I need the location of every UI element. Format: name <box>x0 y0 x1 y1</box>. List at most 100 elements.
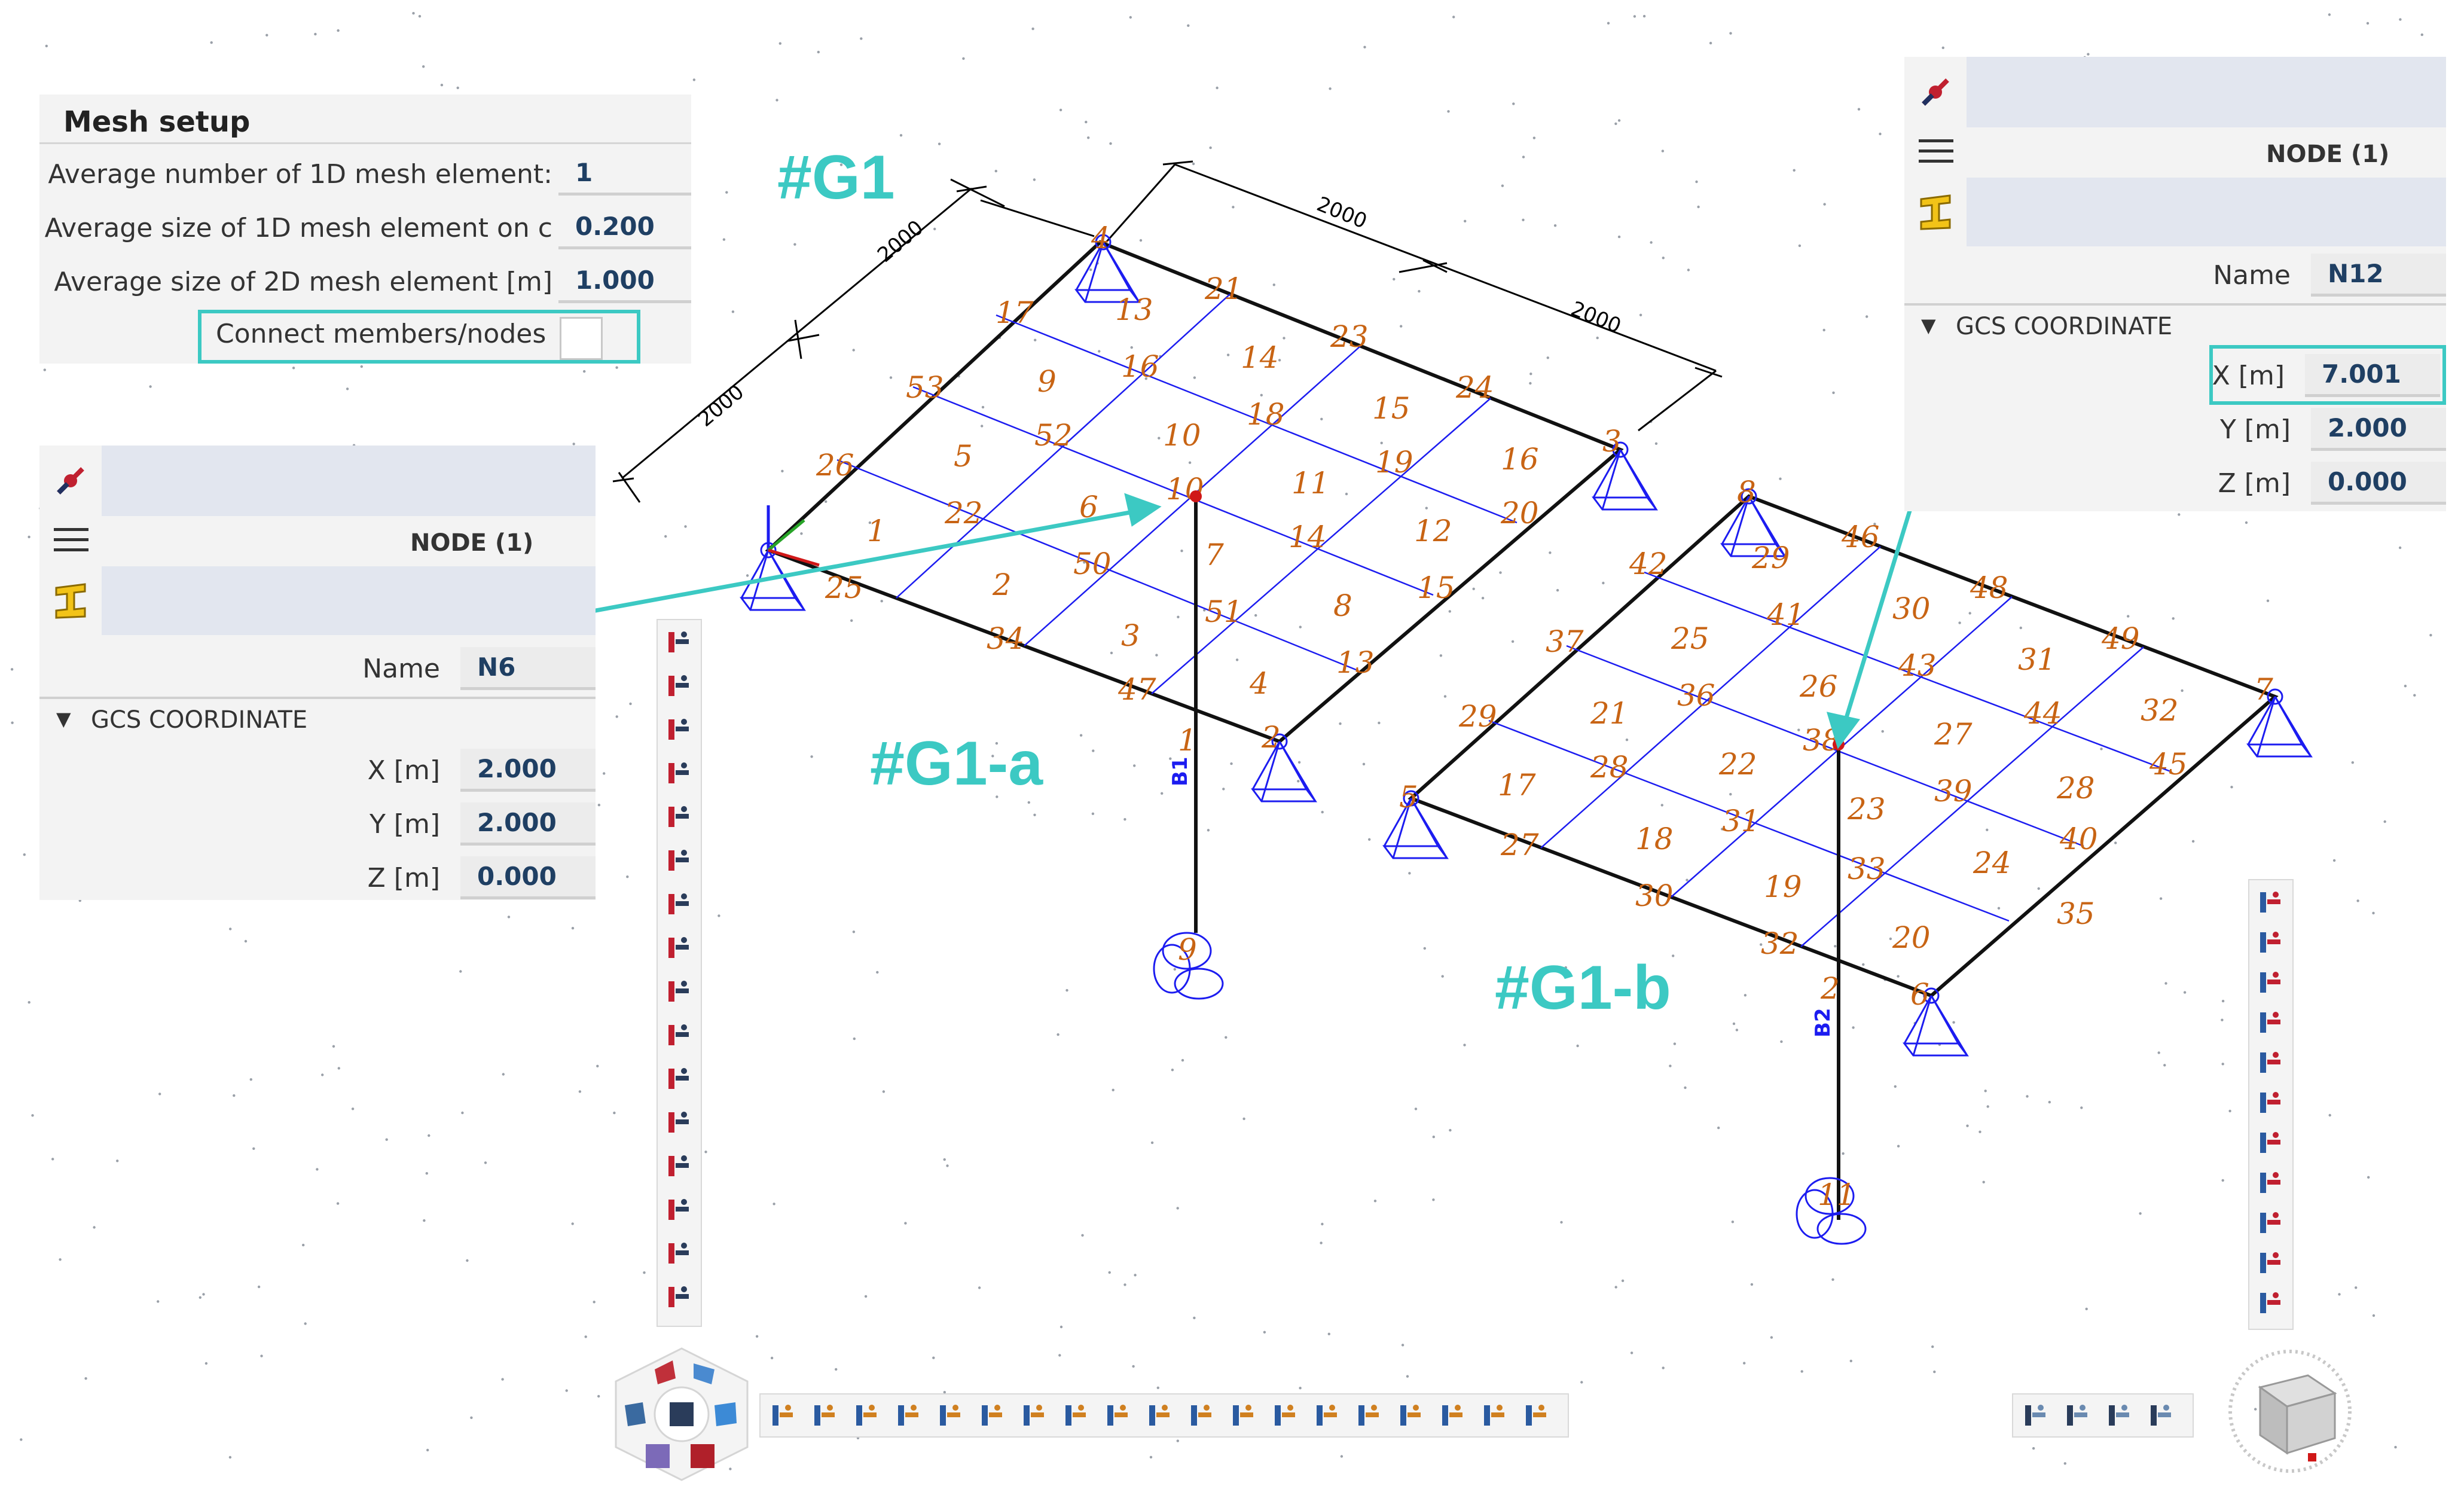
slab-icon[interactable] <box>665 978 692 1005</box>
results-icon[interactable] <box>853 1402 880 1429</box>
mesh-label: 4 <box>1091 221 1110 255</box>
node-panel-title: NODE (1) <box>410 529 534 557</box>
validate-icon[interactable] <box>2257 1209 2284 1237</box>
grid-dot <box>2221 999 2225 1003</box>
x-coordinate-input[interactable]: 7.001 <box>2305 354 2440 397</box>
view-cube[interactable] <box>2218 1339 2362 1477</box>
beam-icon[interactable] <box>1397 1402 1424 1429</box>
list-icon[interactable] <box>2257 1249 2284 1277</box>
mesh-points-icon[interactable] <box>2257 1169 2284 1197</box>
report-icon[interactable] <box>1439 1402 1466 1429</box>
member-icon[interactable] <box>665 628 692 656</box>
grid-dot <box>860 37 863 40</box>
add-member-icon[interactable] <box>665 672 692 700</box>
color-map-icon[interactable] <box>1146 1402 1173 1429</box>
z-coordinate-input[interactable]: 0.000 <box>460 856 596 899</box>
cube-icon[interactable] <box>2063 1402 2091 1429</box>
menu-icon[interactable] <box>54 528 88 551</box>
eye-icon[interactable] <box>2257 1289 2284 1317</box>
brush-icon[interactable] <box>665 847 692 874</box>
grid-dot <box>852 349 855 352</box>
grid-dot <box>704 1151 707 1154</box>
axis-icon[interactable] <box>665 1283 692 1311</box>
user-node-icon[interactable] <box>2257 969 2284 996</box>
ruler-icon[interactable] <box>1522 1402 1550 1429</box>
collapse-triangle-icon[interactable]: ▼ <box>1921 314 1936 337</box>
beam-section-icon[interactable] <box>1904 178 1967 246</box>
support-icon <box>1251 733 1317 802</box>
check-icon[interactable] <box>665 1196 692 1223</box>
database-icon[interactable] <box>2257 1049 2284 1076</box>
grid-dot <box>1662 1366 1665 1369</box>
mesh-1d-size-input[interactable]: 0.200 <box>558 206 691 249</box>
grid-dot <box>1059 108 1062 112</box>
node-name-input[interactable]: N12 <box>2311 254 2446 297</box>
z-coordinate-input[interactable]: 0.000 <box>2311 462 2446 505</box>
support-icon[interactable] <box>665 1021 692 1049</box>
moment-icon[interactable] <box>978 1402 1006 1429</box>
grid-dot <box>202 1293 205 1296</box>
selected-node-n6[interactable] <box>1190 490 1202 502</box>
radial-menu[interactable] <box>604 1345 759 1483</box>
layers-icon[interactable] <box>665 1109 692 1136</box>
node-name-input[interactable]: N6 <box>460 647 596 690</box>
support-icon <box>2246 688 2313 758</box>
grid-dot <box>793 243 796 246</box>
mesh-1d-count-input[interactable]: 1 <box>558 152 691 196</box>
mesh-label: 1 <box>1178 723 1197 758</box>
slab-g1b[interactable] <box>1407 494 2279 1220</box>
delete-icon[interactable] <box>665 1240 692 1267</box>
pin-icon[interactable] <box>1904 57 1967 127</box>
dimension-icon[interactable] <box>2257 1009 2284 1036</box>
beam-icon[interactable] <box>2257 929 2284 956</box>
structure-icon[interactable] <box>769 1402 796 1429</box>
loads-icon[interactable] <box>811 1402 838 1429</box>
gcs-section-header[interactable]: ▼ GCS COORDINATE <box>1904 303 2446 349</box>
grid-dot <box>1057 1033 1060 1036</box>
y-coordinate-input[interactable]: 2.000 <box>460 802 596 846</box>
x-coordinate-input[interactable]: 2.000 <box>460 749 596 792</box>
collapse-triangle-icon[interactable]: ▼ <box>56 707 71 730</box>
grid-dot <box>978 1286 981 1289</box>
section-icon[interactable] <box>665 1152 692 1180</box>
column-icon[interactable] <box>2257 889 2284 916</box>
plate-icon[interactable] <box>1104 1402 1131 1429</box>
beam-section-icon[interactable] <box>39 566 102 635</box>
frame-icon[interactable] <box>665 934 692 962</box>
split-icon[interactable] <box>665 716 692 743</box>
eye-view-icon[interactable] <box>2105 1402 2133 1429</box>
free-icon[interactable] <box>1020 1402 1048 1429</box>
pin-icon[interactable] <box>39 446 102 516</box>
grid-dot <box>2032 1447 2035 1450</box>
print-icon[interactable] <box>1480 1402 1508 1429</box>
hide-icon[interactable] <box>2147 1402 2175 1429</box>
diagram-icon[interactable] <box>1229 1402 1257 1429</box>
point-icon[interactable] <box>894 1402 922 1429</box>
zoom-icon[interactable] <box>2022 1402 2049 1429</box>
mesh-2d-size-input[interactable]: 1.000 <box>558 260 691 303</box>
mesh-label: 20 <box>1500 496 1539 530</box>
grid-dot <box>2372 1314 2376 1317</box>
grid-dot <box>1321 1222 1324 1226</box>
profile-icon[interactable] <box>2257 1129 2284 1157</box>
frame-icon[interactable] <box>1355 1402 1382 1429</box>
member-load-icon[interactable] <box>936 1402 964 1429</box>
support-edit-icon[interactable] <box>2257 1089 2284 1116</box>
align-icon[interactable] <box>665 803 692 831</box>
y-coordinate-input[interactable]: 2.000 <box>2311 408 2446 451</box>
rotate-icon[interactable] <box>665 759 692 787</box>
connect-members-checkbox[interactable] <box>560 317 603 360</box>
menu-icon[interactable] <box>1919 139 1953 163</box>
grid-dot <box>876 971 879 974</box>
grid-dot <box>1744 994 1747 997</box>
line-icon[interactable] <box>1062 1402 1089 1429</box>
iso-icon[interactable] <box>1271 1402 1299 1429</box>
gcs-section-header[interactable]: ▼ GCS COORDINATE <box>39 697 596 742</box>
deform-icon[interactable] <box>1187 1402 1215 1429</box>
arch-icon[interactable] <box>665 890 692 918</box>
grid-dot <box>1472 587 1475 590</box>
surface-icon[interactable] <box>1313 1402 1341 1429</box>
grid-icon[interactable] <box>665 1065 692 1093</box>
y-label: Y [m] <box>369 808 440 840</box>
